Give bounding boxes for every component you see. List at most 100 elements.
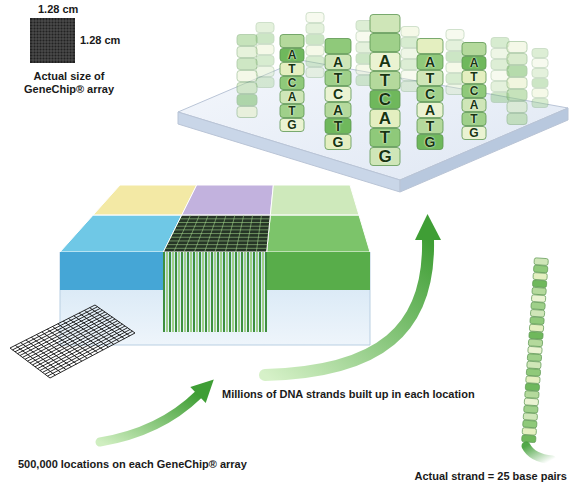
nucleotide-block [306, 46, 324, 56]
dna-strand-column [256, 23, 274, 88]
illustration-part [30, 39, 75, 40]
array-block-front [60, 252, 370, 345]
nucleotide-block [237, 107, 257, 118]
nucleotide-block [306, 24, 324, 34]
nucleotide-block [256, 78, 274, 88]
nucleotide-block [507, 78, 527, 89]
nucleotide-block [237, 35, 257, 46]
dna-strand-column [532, 49, 548, 108]
nucleotide-block [280, 35, 304, 48]
illustration-part [51, 18, 52, 63]
green-arrow [265, 240, 428, 375]
location-tile [93, 185, 197, 215]
illustration-part [205, 252, 207, 332]
dna-strand-column [462, 43, 486, 140]
location-tile [267, 215, 370, 252]
base-pair-block [529, 332, 543, 340]
chip-grid [30, 18, 75, 63]
base-pair-block [522, 435, 536, 443]
dna-strand-column [507, 42, 527, 125]
illustration-part [247, 252, 249, 332]
nucleotide-block [256, 45, 274, 55]
nucleotide-block [491, 60, 509, 70]
location-block-front [267, 252, 370, 290]
nucleotide-block [401, 38, 419, 48]
illustration-part [256, 252, 258, 332]
illustration-part [167, 244, 267, 245]
nucleotide-block [237, 59, 257, 70]
location-tile [270, 185, 359, 215]
dna-strand-column [237, 35, 257, 118]
illustration-part [202, 252, 204, 332]
illustration-part [30, 57, 75, 58]
illustration-part [66, 18, 67, 63]
illustration-part [223, 252, 225, 332]
illustration-part [48, 331, 133, 376]
nucleotide-block [325, 39, 351, 54]
base-pair-block [531, 295, 545, 303]
array-slab-top [178, 60, 568, 180]
dna-strand-column [370, 15, 400, 166]
nucleotide-block [491, 71, 509, 81]
illustration-part [241, 252, 243, 332]
nucleotide-block [401, 27, 419, 37]
illustration-part [236, 215, 244, 252]
illustration-part [95, 305, 135, 333]
nucleotide-block [446, 52, 464, 62]
dna-strand-column [280, 35, 304, 132]
illustration-part [50, 333, 135, 378]
illustration-part [33, 18, 34, 63]
step-label: 500,000 locations on each GeneChip® arra… [18, 458, 298, 471]
illustration-part [211, 252, 213, 332]
illustration-part [217, 252, 219, 332]
nucleotide-block [507, 102, 527, 113]
illustration-part [165, 248, 267, 249]
nucleotide-block [237, 71, 257, 82]
nucleotide-block [306, 13, 324, 23]
location-tile [182, 185, 274, 215]
base-pair-block [528, 339, 542, 347]
nucleotide-block [446, 30, 464, 40]
illustration-part [171, 237, 268, 238]
base-pair-block [523, 413, 537, 421]
illustration-part [178, 252, 180, 332]
sequence-letters: ATCATG [331, 54, 345, 150]
dna-strand-column [417, 39, 443, 150]
nucleotide-block [532, 89, 548, 98]
illustration-part [175, 252, 177, 332]
nucleotide-block [256, 23, 274, 33]
illustration-part [54, 18, 55, 63]
illustration-part [166, 252, 168, 332]
illustration-part [265, 252, 267, 332]
illustration-part [40, 326, 125, 371]
illustration-part [30, 45, 75, 46]
base-pair-block [524, 405, 538, 413]
illustration-part [30, 48, 75, 49]
nucleotide-block [507, 54, 527, 65]
illustration-part [63, 18, 64, 63]
nucleotide-block [462, 43, 486, 56]
illustration-part [226, 252, 228, 332]
illustration-part [72, 18, 73, 63]
illustration-part [30, 33, 75, 34]
location-tile-cut [163, 215, 270, 252]
base-pair-block [523, 420, 537, 428]
sequence-letters: ATCATG [377, 52, 394, 166]
illustration-part [253, 252, 255, 332]
illustration-part [30, 30, 75, 31]
nucleotide-block [401, 60, 419, 70]
strand-bundle [164, 252, 266, 332]
illustration-part [30, 54, 75, 55]
illustration-part [262, 252, 264, 332]
dna-strand-column [325, 39, 351, 150]
step-label: Millions of DNA strands built up in each… [222, 388, 522, 401]
array-slab-side [400, 108, 568, 192]
nucleotide-block [507, 42, 527, 53]
base-pair-block [531, 302, 545, 310]
illustration-part [173, 233, 269, 234]
base-pair-block [525, 391, 539, 399]
illustration-part [30, 60, 75, 61]
nucleotide-block [401, 49, 419, 59]
illustration-part [163, 252, 165, 332]
nucleotide-block [306, 68, 324, 78]
